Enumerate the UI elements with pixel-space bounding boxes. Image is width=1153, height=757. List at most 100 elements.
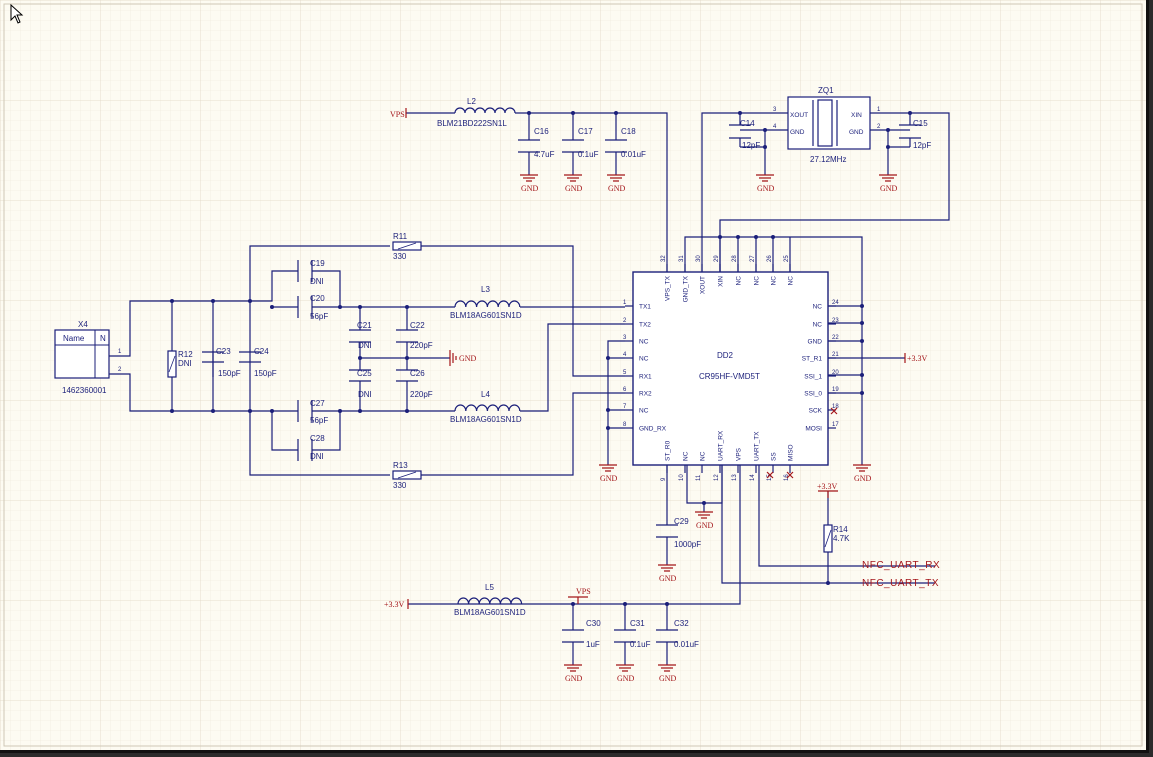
ic-pin-name: NC [813, 322, 823, 329]
svg-text:BLM18AG601SN1D: BLM18AG601SN1D [454, 608, 526, 617]
ic-pin-name: UART_RX [718, 430, 725, 461]
resistor-r12[interactable]: R12 DNI [167, 350, 193, 378]
gnd-icon: GND [658, 664, 677, 683]
svg-text:GND: GND [849, 129, 864, 136]
resistor-r11[interactable]: R11 330 [392, 232, 422, 261]
svg-text:C23: C23 [216, 347, 231, 356]
ic-pin-name: MISO [788, 444, 795, 461]
capacitor-c21[interactable]: C21 DNI [349, 321, 372, 350]
capacitor-c29[interactable]: C29 1000pF [656, 517, 701, 549]
ic-pin-number: 28 [732, 255, 738, 262]
ic-pin-number: 9 [661, 477, 667, 481]
ic-pin-name: GND_RX [639, 426, 667, 433]
gnd-icon: GND [607, 174, 626, 193]
svg-text:220pF: 220pF [410, 341, 433, 350]
svg-text:ZQ1: ZQ1 [818, 86, 834, 95]
svg-text:C30: C30 [586, 619, 601, 628]
svg-text:R12: R12 [178, 350, 193, 359]
capacitor-c28[interactable]: C28 DNI [297, 434, 325, 461]
inductor-l4[interactable]: L4 BLM18AG601SN1D [450, 390, 522, 424]
capacitor-c30[interactable]: C30 1uF [562, 619, 601, 649]
ic-pin-name: GND_TX [683, 275, 690, 302]
capacitor-c26[interactable]: C26 220pF [396, 369, 433, 399]
ic-pin-name: XIN [718, 276, 725, 287]
ic-pin-number: 13 [732, 474, 738, 481]
ic-pin-number: 31 [679, 255, 685, 262]
ic-pin-number: 17 [832, 422, 839, 428]
svg-text:C27: C27 [310, 399, 325, 408]
svg-text:C29: C29 [674, 517, 689, 526]
svg-text:GND: GND [521, 184, 539, 193]
inductor-l5[interactable]: L5 BLM18AG601SN1D [454, 583, 526, 617]
svg-text:330: 330 [393, 252, 407, 261]
gnd-icon: GND [879, 174, 898, 193]
vps-port-top: VPS [390, 108, 407, 119]
capacitor-c18[interactable]: C18 0.01uF [605, 127, 646, 159]
crystal-zq1[interactable]: ZQ1 27.12MHz XOUT GND XIN GND 3 4 1 2 [773, 86, 881, 164]
svg-text:C32: C32 [674, 619, 689, 628]
gnd-symbols: GND GND GND GND GND GND GND GND GND GND … [449, 174, 898, 683]
ic-pin-name: NC [683, 451, 690, 461]
svg-text:VPS: VPS [390, 110, 405, 119]
svg-text:1: 1 [877, 107, 881, 113]
capacitor-c31[interactable]: C31 0.1uF [614, 619, 651, 649]
connector-ref: X4 [78, 320, 88, 329]
connector-x4[interactable]: X4 Name N 1462360001 1 2 [54, 320, 122, 395]
connector-header-name: Name [63, 334, 85, 343]
capacitor-c16[interactable]: C16 4.7uF [518, 127, 555, 159]
gnd-icon: GND [564, 664, 583, 683]
svg-text:150pF: 150pF [218, 369, 241, 378]
ic-pin-number: 14 [750, 474, 756, 481]
svg-text:GND: GND [696, 521, 714, 530]
ic-pin-number: 29 [714, 255, 720, 262]
svg-text:C25: C25 [357, 369, 372, 378]
svg-text:DNI: DNI [310, 277, 324, 286]
svg-text:12pF: 12pF [913, 141, 931, 150]
resistor-r13[interactable]: R13 330 [392, 461, 422, 490]
ic-pin-name: RX1 [639, 374, 652, 381]
power-ports: VPS VPS +3.3V +3.3V +3.3V [384, 108, 928, 609]
svg-text:GND: GND [659, 574, 677, 583]
gnd-icon: GND [599, 464, 618, 483]
inductor-l3[interactable]: L3 BLM18AG601SN1D [450, 285, 522, 320]
ic-pin-number: 11 [696, 474, 702, 481]
svg-text:+3.3V: +3.3V [907, 354, 928, 363]
ic-pin-name: NC [700, 451, 707, 461]
svg-text:GND: GND [880, 184, 898, 193]
ic-dd2[interactable]: DD2 CR95HF-VMD5T 1TX12TX23NC4NC5RX16RX27… [623, 255, 839, 481]
capacitor-c20[interactable]: C20 56pF [297, 294, 328, 321]
connector-pin2: 2 [118, 367, 122, 373]
capacitor-c32[interactable]: C32 0.01uF [656, 619, 699, 649]
svg-text:C21: C21 [357, 321, 372, 330]
svg-text:C18: C18 [621, 127, 636, 136]
v33-port-bottom-left: +3.3V [384, 599, 409, 609]
capacitor-c22[interactable]: C22 220pF [396, 321, 433, 350]
ic-pin-number: 24 [832, 300, 839, 306]
ic-pin-number: 18 [832, 404, 839, 410]
inductor-l2[interactable]: L2 BLM21BD222SN1L [437, 97, 516, 128]
capacitor-c17[interactable]: C17 0.1uF [562, 127, 599, 159]
svg-text:4.7uF: 4.7uF [534, 150, 555, 159]
resistor-r14[interactable]: R14 4.7K [823, 524, 850, 553]
capacitor-c15[interactable]: C15 12pF [899, 119, 931, 150]
ic-pin-name: NC [639, 339, 649, 346]
wires [109, 112, 950, 665]
ic-pin-name: GND [808, 339, 823, 346]
capacitor-c24[interactable]: C24 150pF [239, 347, 277, 378]
ic-pin-number: 20 [832, 370, 839, 376]
net-nfc-uart-rx: NFC_UART_RX [862, 560, 940, 571]
svg-text:150pF: 150pF [254, 369, 277, 378]
ic-pin-name: SCK [809, 408, 823, 415]
capacitor-c27[interactable]: C27 56pF [297, 399, 328, 425]
capacitor-c14[interactable]: C14 12pF [729, 119, 760, 150]
ic-pin-number: 5 [623, 370, 627, 376]
capacitor-c25[interactable]: C25 DNI [349, 369, 372, 399]
ic-pin-number: 1 [623, 300, 627, 306]
capacitor-c23[interactable]: C23 150pF [202, 347, 241, 378]
svg-text:DNI: DNI [358, 390, 372, 399]
capacitor-c19[interactable]: C19 DNI [297, 259, 325, 286]
connector-part: 1462360001 [62, 386, 107, 395]
svg-text:C22: C22 [410, 321, 425, 330]
